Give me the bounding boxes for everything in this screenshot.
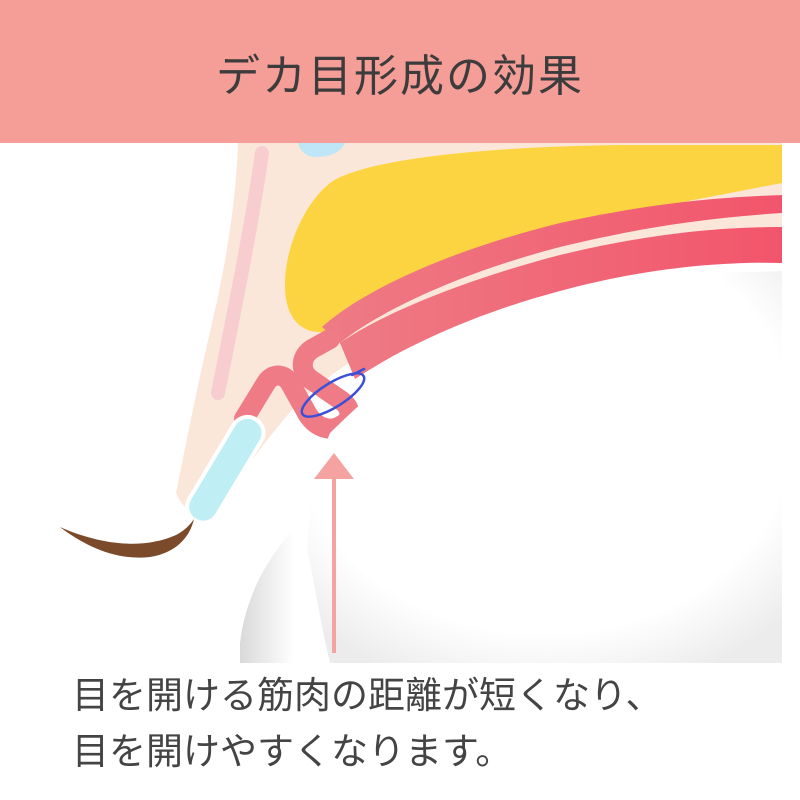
lower-lid	[240, 523, 330, 663]
eyelash-icon	[60, 519, 194, 558]
muscle-band-lower	[340, 227, 782, 379]
caption-line-1: 目を開ける筋肉の距離が短くなり、	[72, 674, 663, 717]
levator-muscle-icon	[322, 195, 782, 343]
eyelid-diagram	[60, 143, 782, 663]
arrow-up-icon	[314, 453, 354, 479]
suture-end	[350, 367, 366, 377]
suture-loop-icon	[300, 372, 366, 418]
eyeball-icon	[307, 271, 782, 663]
caption: 目を開ける筋肉の距離が短くなり、 目を開けやすくなります。	[72, 668, 782, 780]
caption-line-2: 目を開けやすくなります。	[72, 730, 513, 773]
lacrimal-gland-icon	[298, 143, 345, 157]
header-banner: デカ目形成の効果	[0, 0, 800, 143]
page-title: デカ目形成の効果	[216, 50, 584, 102]
tarsal-plate-icon	[185, 414, 266, 525]
orbital-septum	[211, 146, 269, 400]
